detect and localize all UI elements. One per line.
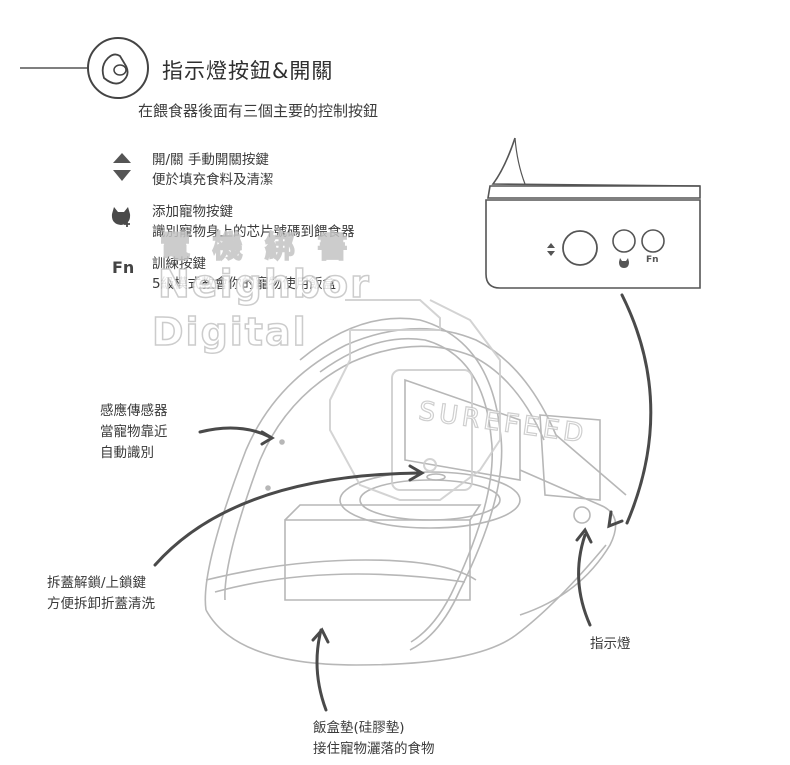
legend-line1: 添加寵物按鍵 (152, 204, 233, 220)
callout-line: 飯盒墊(硅膠墊) (313, 720, 405, 736)
watermark (329, 299, 501, 501)
panel-cat-icon (619, 258, 629, 268)
finger-press-icon (87, 37, 149, 99)
fn-button (641, 229, 665, 253)
control-panel (485, 137, 701, 289)
callout-sensor: 感應傳感器 當寵物靠近 自動識別 (100, 401, 168, 464)
page-subtitle: 在餵食器後面有三個主要的控制按鈕 (138, 102, 379, 120)
lid-arrow (153, 471, 422, 567)
callout-line: 自動識別 (100, 445, 154, 461)
sensor-arrow (198, 426, 272, 439)
legend-line2: 5級模式教會你的寵物使用飯盒 (152, 276, 337, 292)
legend-item-add-pet: 添加寵物按鍵 識別寵物身上的芯片號碼到餵食器 (152, 202, 355, 242)
callout-line: 感應傳感器 (100, 403, 168, 419)
legend-line2: 便於填充食料及清潔 (152, 172, 274, 188)
legend-line1: 開/關 手動開關按鍵 (152, 152, 269, 168)
up-down-arrow-icon (113, 153, 131, 181)
legend-line2: 識別寵物身上的芯片號碼到餵食器 (152, 224, 355, 240)
add-pet-button (612, 229, 636, 253)
legend-line1: 訓練按鍵 (152, 256, 206, 272)
indicator-top-arrow (620, 293, 653, 525)
power-button (562, 230, 598, 266)
watermark-line2: Digital (151, 309, 308, 355)
legend-item-power: 開/關 手動開關按鍵 便於填充食料及清潔 (152, 150, 274, 190)
callout-line: 接住寵物灑落的食物 (313, 741, 435, 757)
callout-line: 當寵物靠近 (100, 424, 168, 440)
callout-line: 指示燈 (590, 636, 631, 652)
fn-icon: Fn (112, 258, 135, 277)
callout-lid-lock: 拆蓋解鎖/上鎖鍵 方便拆卸折蓋清洗 (47, 573, 155, 615)
panel-fn-label: Fn (646, 255, 659, 265)
callout-line: 方便拆卸折蓋清洗 (47, 596, 155, 612)
callout-arrows (153, 293, 653, 712)
watermark-line1: Neighbor (157, 261, 371, 307)
cat-add-icon (111, 207, 131, 227)
callout-line: 拆蓋解鎖/上鎖鍵 (47, 575, 147, 591)
indicator-bottom-arrow (577, 533, 592, 627)
callout-indicator: 指示燈 (590, 634, 631, 655)
callout-mat: 飯盒墊(硅膠墊) 接住寵物灑落的食物 (313, 718, 435, 760)
page-title: 指示燈按鈕&開關 (162, 59, 334, 83)
watermark-chinese: 電 機 綁 書 (159, 229, 354, 266)
mat-arrow (315, 628, 328, 712)
legend-item-training: 訓練按鍵 5級模式教會你的寵物使用飯盒 (152, 254, 336, 294)
